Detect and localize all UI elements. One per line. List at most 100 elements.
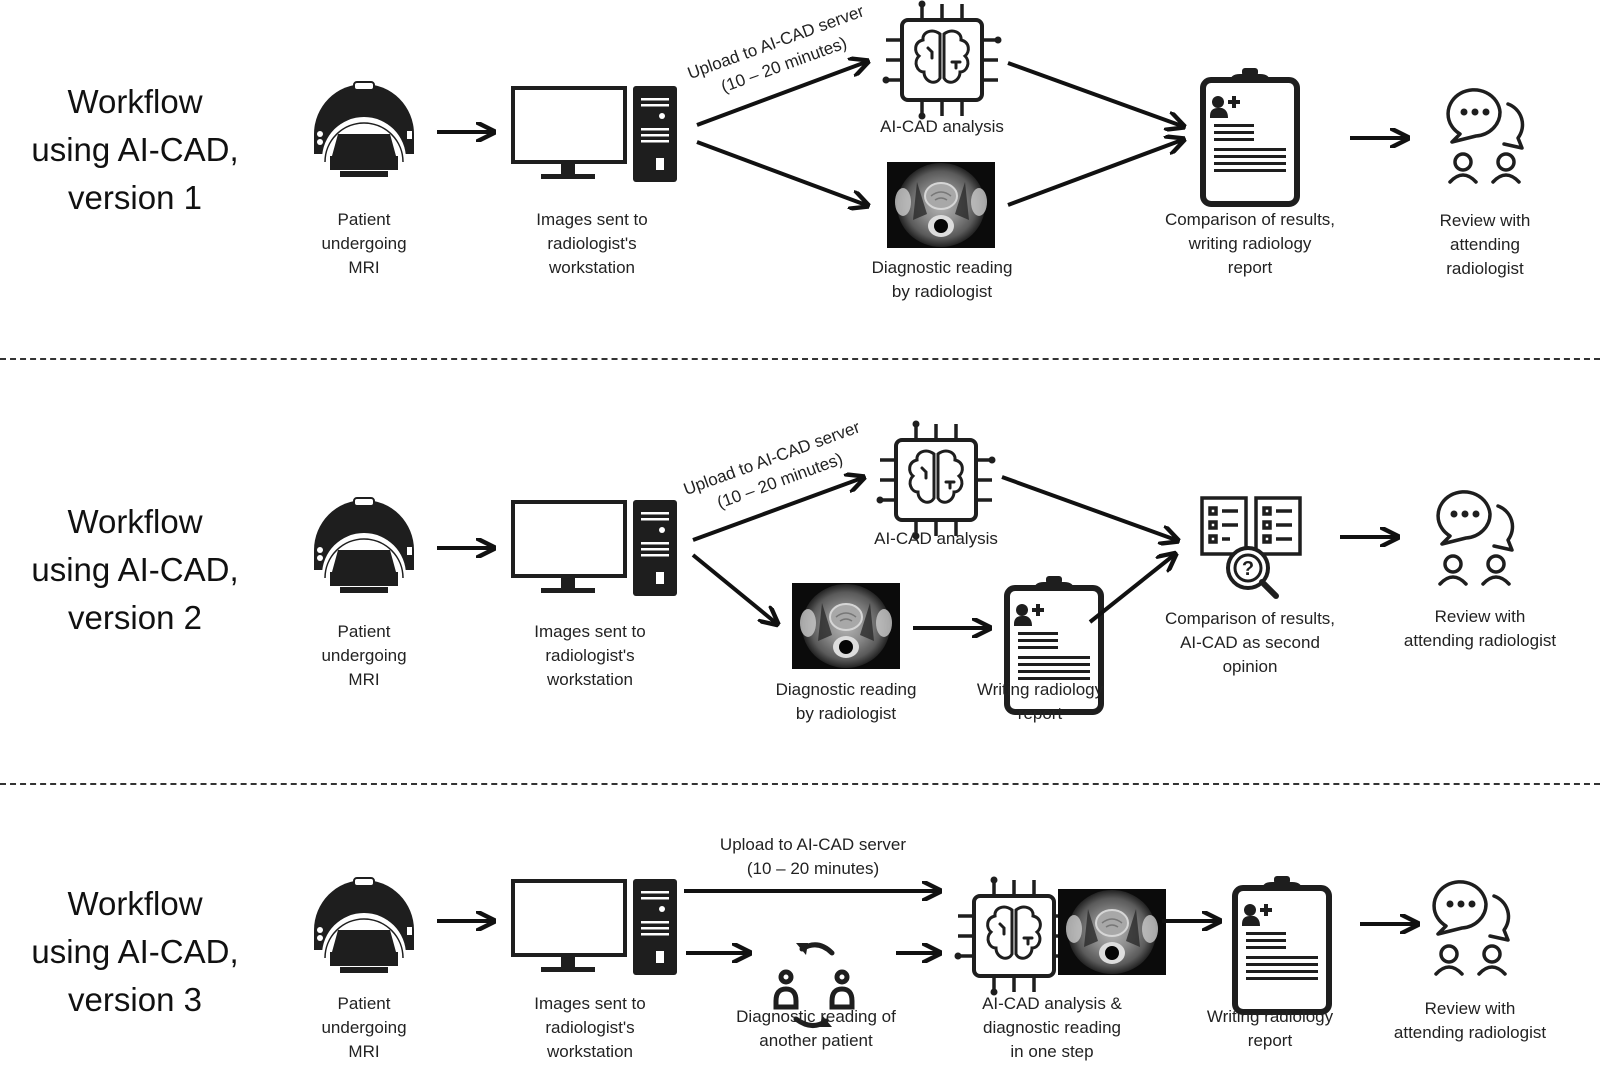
step-label-reading: Diagnostic reading by radiologist [756, 678, 936, 726]
label-line: Images sent to [534, 994, 646, 1013]
step-label-comparison: Comparison of results, writing radiology… [1150, 208, 1350, 280]
arrow [1001, 475, 1176, 540]
label-line: MRI [348, 258, 380, 277]
prostate-mri-image [886, 161, 996, 249]
ai-brain-chip-icon [874, 418, 998, 542]
step-label-mri: Patient undergoing MRI [304, 208, 424, 280]
label-line: report [1017, 704, 1063, 723]
title-line: version 1 [68, 179, 202, 216]
step-label-review: Review with attending radiologist [1380, 997, 1560, 1045]
title-line: using AI-CAD, [31, 933, 239, 970]
label-line: by radiologist [891, 282, 993, 301]
arrow [1007, 61, 1182, 126]
clipboard-report-icon [1203, 68, 1297, 204]
label-line: Diagnostic reading [871, 258, 1013, 277]
label-line: Diagnostic reading [775, 680, 917, 699]
label-line: report [1227, 258, 1273, 277]
computer-workstation-icon [511, 84, 679, 184]
mri-scanner-icon [313, 497, 415, 594]
section-divider [0, 783, 1600, 785]
step-label-reading: Diagnostic reading by radiologist [852, 256, 1032, 304]
section-divider [0, 358, 1600, 360]
label-line: MRI [348, 670, 380, 689]
title-line: version 3 [68, 981, 202, 1018]
workflow-title-v3: Workflow using AI-CAD, version 3 [5, 880, 265, 1024]
label-line: Upload to AI-CAD server [719, 835, 907, 854]
label-line: attending [1450, 235, 1520, 254]
label-line: undergoing [321, 1018, 407, 1037]
discussion-people-icon [1446, 88, 1525, 184]
label-line: Review with [1434, 607, 1526, 626]
ai-brain-chip-icon [880, 0, 1004, 122]
step-label-mri: Patient undergoing MRI [304, 620, 424, 692]
label-line: AI-CAD analysis & [982, 994, 1122, 1013]
label-line: workstation [547, 1042, 633, 1061]
label-line: radiologist [1446, 259, 1524, 278]
label-line: undergoing [321, 646, 407, 665]
step-label-comparison: Comparison of results, AI-CAD as second … [1150, 607, 1350, 679]
arrow [1007, 140, 1182, 207]
label-line: (10 – 20 minutes) [746, 859, 880, 878]
upload-label: Upload to AI-CAD server (10 – 20 minutes… [713, 833, 913, 881]
label-line: undergoing [321, 234, 407, 253]
label-line: workstation [549, 258, 635, 277]
discussion-people-icon [1436, 490, 1515, 586]
label-line: radiologist's [545, 646, 635, 665]
label-line: AI-CAD as second [1180, 633, 1320, 652]
label-line: Comparison of results, [1164, 609, 1336, 628]
arrow-upload [696, 62, 866, 127]
ai-brain-chip-icon [952, 874, 1076, 998]
step-label-combined: AI-CAD analysis & diagnostic reading in … [962, 992, 1142, 1064]
title-line: Workflow [67, 83, 203, 120]
label-line: another patient [759, 1031, 873, 1050]
computer-workstation-icon [511, 877, 679, 977]
label-line: MRI [348, 1042, 380, 1061]
label-line: by radiologist [795, 704, 897, 723]
label-line: report [1247, 1031, 1293, 1050]
label-line: workstation [547, 670, 633, 689]
label-line: Diagnostic reading of [736, 1007, 896, 1026]
step-label-mri: Patient undergoing MRI [304, 992, 424, 1064]
label-line: Patient [337, 210, 391, 229]
compare-documents-magnifier-icon [1202, 498, 1300, 596]
label-line: radiologist's [547, 234, 637, 253]
step-label-review: Review with attending radiologist [1420, 209, 1550, 281]
label-line: Comparison of results, [1164, 210, 1336, 229]
label-line: radiologist's [545, 1018, 635, 1037]
arrow-upload [692, 478, 862, 542]
title-line: version 2 [68, 599, 202, 636]
mri-scanner-icon [313, 877, 415, 974]
prostate-mri-image [791, 582, 901, 670]
label-line: diagnostic reading [983, 1018, 1121, 1037]
label-line: attending radiologist [1403, 631, 1557, 650]
label-line: Images sent to [534, 622, 646, 641]
step-label-workstation: Images sent to radiologist's workstation [512, 208, 672, 280]
mri-scanner-icon [313, 81, 415, 178]
label-line: writing radiology [1188, 234, 1312, 253]
step-label-writing: Writing radiology report [1190, 1005, 1350, 1053]
step-label-aicad: AI-CAD analysis [880, 117, 1004, 136]
label-line: opinion [1222, 657, 1278, 676]
label-line: Patient [337, 622, 391, 641]
step-label-workstation: Images sent to radiologist's workstation [510, 620, 670, 692]
arrow [691, 553, 776, 623]
clipboard-report-icon [1235, 876, 1329, 1012]
step-label-writing: Writing radiology report [960, 678, 1120, 726]
workflow-title-v1: Workflow using AI-CAD, version 1 [5, 78, 265, 222]
title-line: Workflow [67, 885, 203, 922]
step-label-review: Review with attending radiologist [1390, 605, 1570, 653]
label-line: Writing radiology [1206, 1007, 1334, 1026]
label-line: attending radiologist [1393, 1023, 1547, 1042]
arrow [696, 140, 866, 205]
step-label-aicad: AI-CAD analysis [874, 529, 998, 548]
label-line: in one step [1010, 1042, 1094, 1061]
title-line: using AI-CAD, [31, 551, 239, 588]
title-line: Workflow [67, 503, 203, 540]
label-line: Writing radiology [976, 680, 1104, 699]
label-line: Review with [1439, 211, 1531, 230]
discussion-people-icon [1432, 880, 1511, 976]
prostate-mri-image [1057, 888, 1167, 976]
arrow [1088, 555, 1174, 624]
label-line: Review with [1424, 999, 1516, 1018]
